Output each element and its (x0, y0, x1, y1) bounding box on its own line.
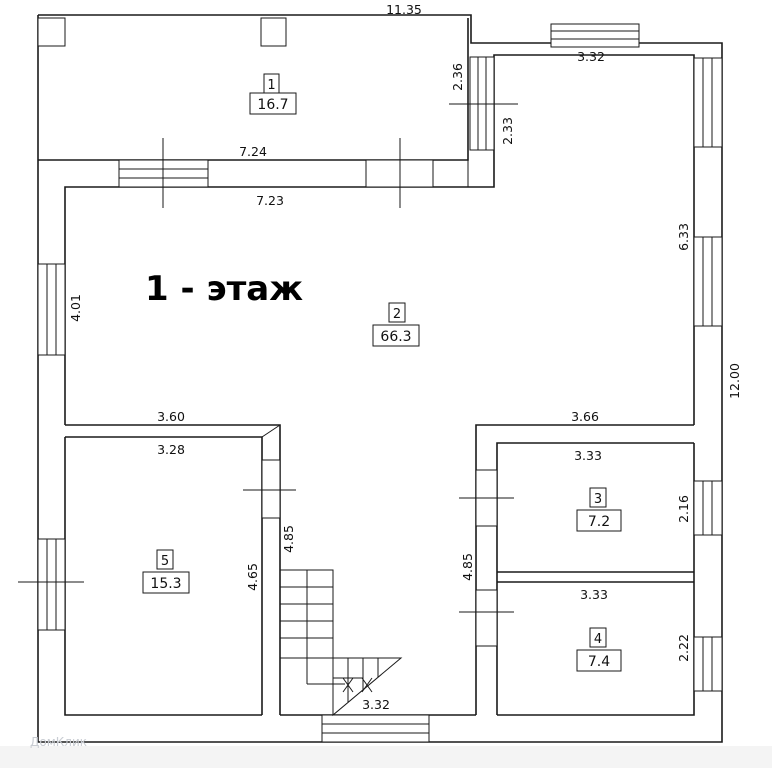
hall-room-2-contour (64, 54, 695, 425)
dim-room3-outer-top: 3.66 (571, 409, 599, 424)
windows (18, 23, 723, 743)
window-top-right (550, 23, 640, 48)
dim-room5-outer-top: 3.60 (157, 409, 185, 424)
bottom-strip (0, 746, 772, 768)
dim-top-total: 11.35 (386, 2, 422, 17)
room-3-number: 3 (594, 492, 602, 507)
room-5-area: 15.3 (150, 576, 181, 592)
dim-room3-vertical: 2.16 (676, 495, 691, 523)
dim-total-vertical: 12.00 (727, 363, 742, 399)
room-4-area: 7.4 (588, 654, 610, 670)
dim-stairs-bottom: 3.32 (362, 697, 390, 712)
room-1-area: 16.7 (257, 97, 288, 113)
terrace-post-left (37, 17, 66, 47)
floor-title: 1 - этаж (145, 269, 303, 309)
dim-room4-top: 3.33 (580, 587, 608, 602)
window-right-room-4 (693, 636, 723, 692)
room-3-area: 7.2 (588, 514, 610, 530)
dimension-labels: 11.35 3.32 7.24 7.23 3.60 3.28 3.66 3.33… (68, 2, 742, 712)
dim-room3-top: 3.33 (574, 448, 602, 463)
room-5-label: 5 15.3 (142, 549, 190, 594)
watermark: ДомКлик (30, 735, 87, 749)
terrace-post-center (260, 17, 287, 47)
dim-right-upper-vertical: 6.33 (676, 223, 691, 251)
dim-terrace-bottom: 7.24 (239, 144, 267, 159)
room-1-label: 1 16.7 (249, 73, 297, 115)
window-right-2 (693, 236, 723, 327)
room-2-area: 66.3 (380, 329, 411, 345)
window-right-1 (693, 57, 723, 148)
window-right-room-3 (693, 480, 723, 536)
room-1-number: 1 (267, 78, 275, 93)
room-4-number: 4 (594, 632, 602, 647)
terrace-room-1 (37, 17, 469, 161)
dim-room5-vertical: 4.65 (245, 563, 260, 591)
door-room-5 (261, 459, 281, 519)
entrance-door (321, 714, 430, 743)
room-2-label: 2 66.3 (372, 302, 420, 347)
door-room-4 (475, 589, 498, 647)
dim-terrace-top-right: 3.32 (577, 49, 605, 64)
dim-left-vertical: 4.01 (68, 294, 83, 322)
dim-room4-vertical: 2.22 (676, 634, 691, 662)
room-3-label: 3 7.2 (576, 487, 622, 532)
dim-terrace-right-vertical: 2.36 (450, 63, 465, 91)
window-left-hall (37, 263, 66, 356)
staircase (279, 569, 403, 717)
room-4-label: 4 7.4 (576, 627, 622, 672)
dim-corridor-vertical-right: 4.85 (460, 553, 475, 581)
room-5-number: 5 (161, 554, 169, 569)
dim-hall-top: 7.23 (256, 193, 284, 208)
dim-hall-upper-vertical: 2.33 (500, 117, 515, 145)
dim-room5-inner-top: 3.28 (157, 442, 185, 457)
room-2-number: 2 (393, 307, 401, 322)
outer-walls (37, 14, 723, 743)
doors (243, 459, 514, 647)
window-left-room-5 (37, 538, 66, 631)
dim-corridor-vertical-left: 4.85 (281, 525, 296, 553)
